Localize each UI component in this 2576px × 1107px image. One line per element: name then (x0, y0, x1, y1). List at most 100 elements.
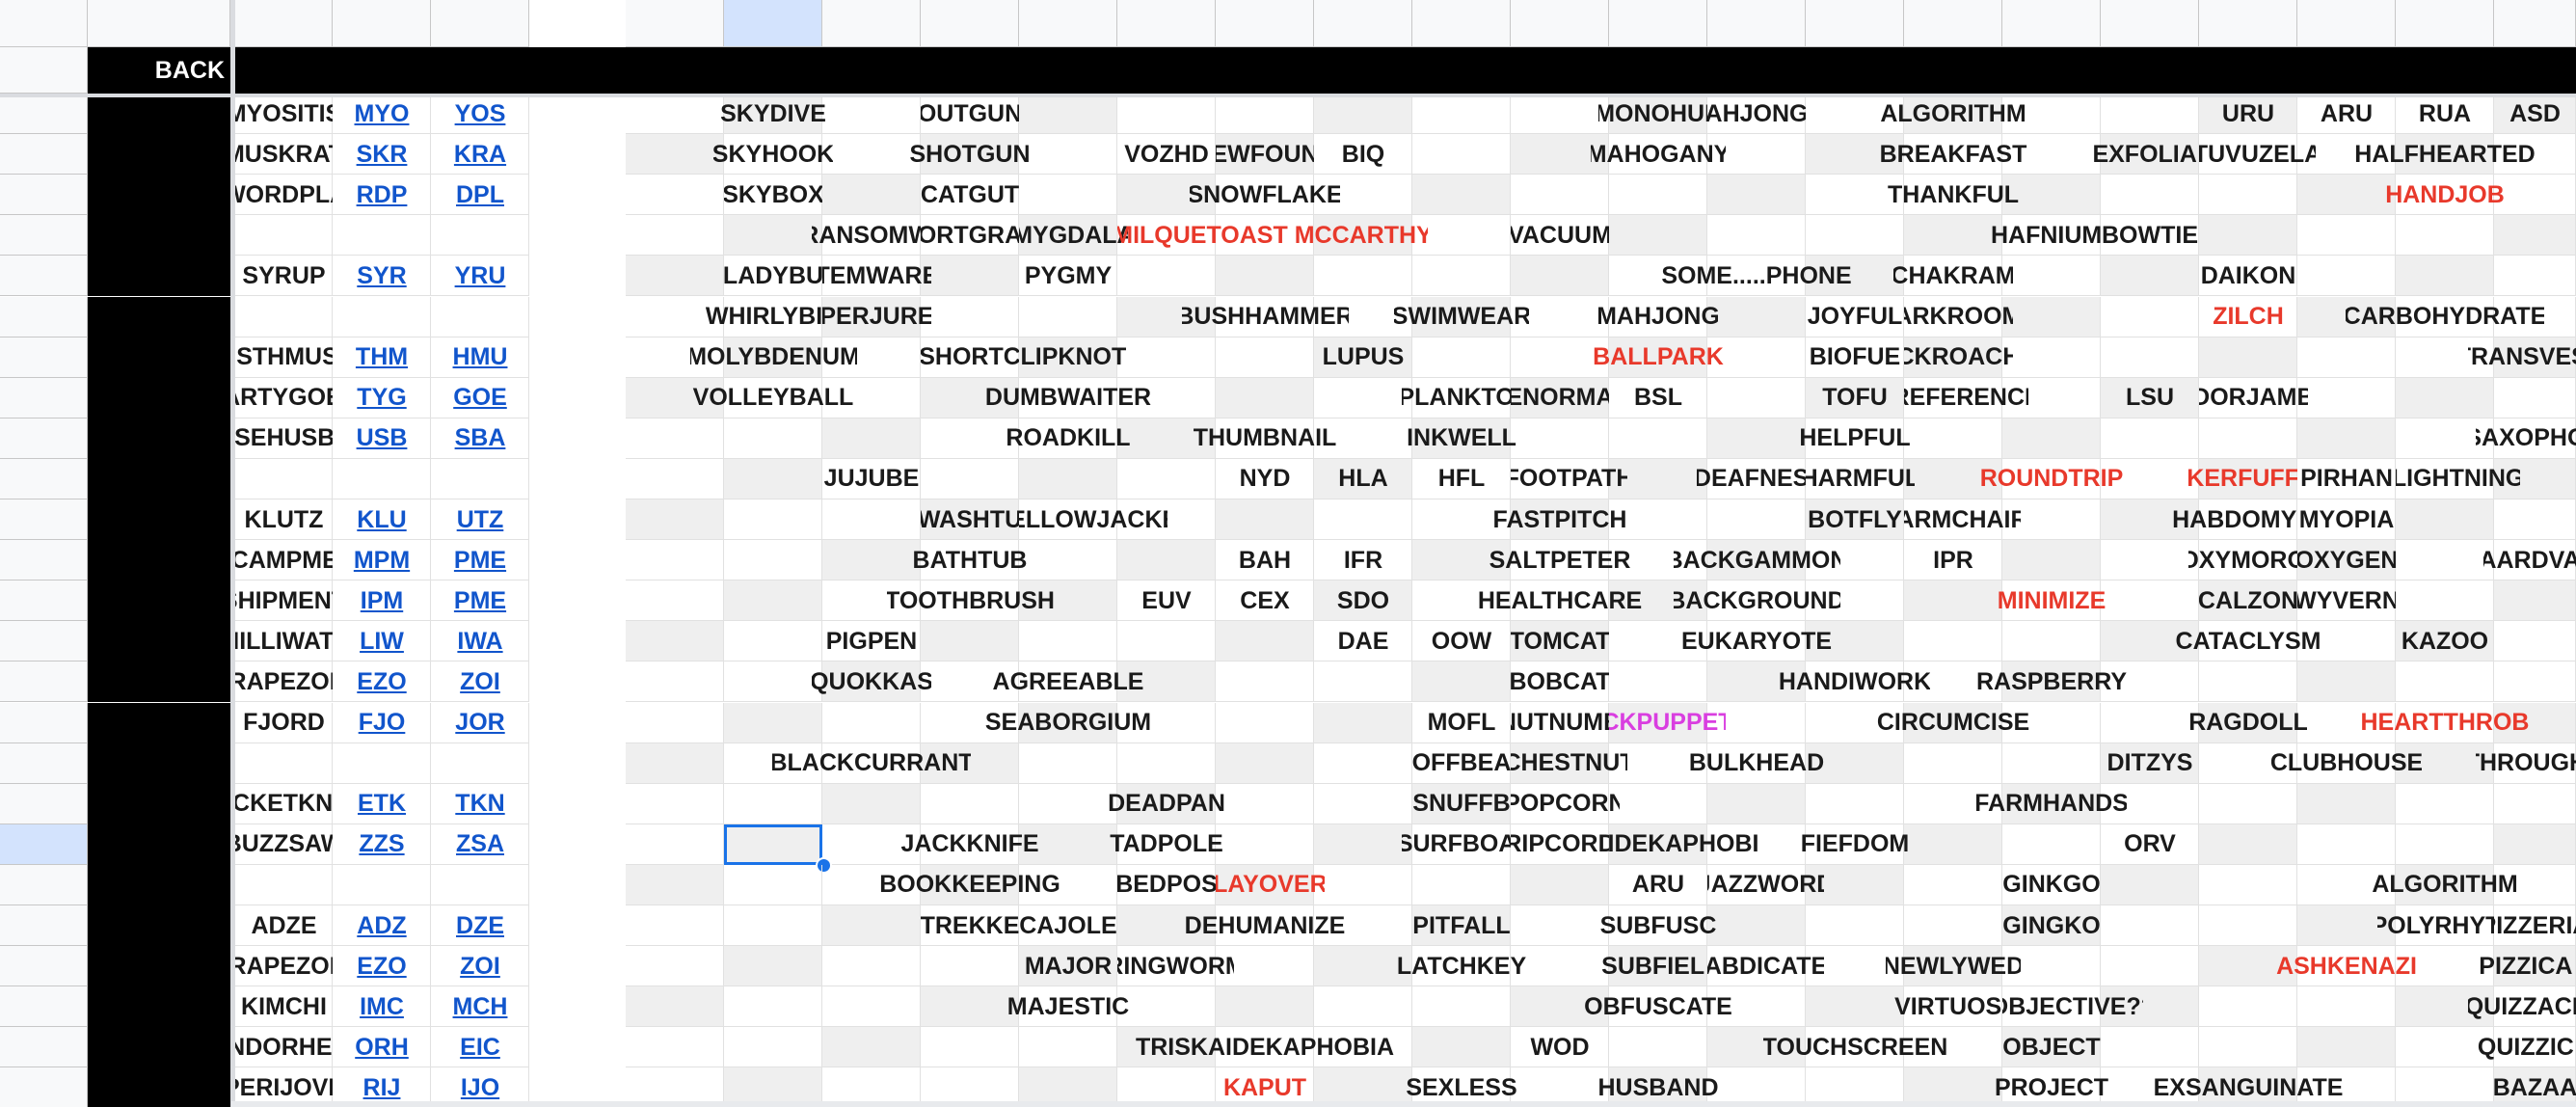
cell-c33[interactable] (333, 215, 431, 256)
cell-z97[interactable] (2396, 540, 2494, 581)
cell-q153[interactable] (1511, 824, 1609, 865)
cell-d73[interactable] (431, 418, 529, 459)
cell-text-d57[interactable]: HMU (452, 343, 508, 371)
cell-c193[interactable] (333, 1027, 431, 1068)
cell-w17[interactable] (2101, 134, 2199, 176)
cell-aa57[interactable] (2494, 337, 2576, 378)
cell-h153[interactable] (626, 824, 724, 865)
cell-i169[interactable] (724, 905, 822, 947)
cell-b25[interactable] (235, 175, 333, 216)
cell-j97[interactable] (822, 540, 921, 581)
cell-a9[interactable] (88, 94, 230, 135)
row-header-145[interactable] (0, 783, 88, 824)
cell-b41[interactable] (235, 256, 333, 297)
cell-l17[interactable] (1019, 134, 1117, 176)
cell-r25[interactable] (1609, 175, 1707, 216)
cell-l97[interactable] (1019, 540, 1117, 581)
cell-p129[interactable] (1412, 702, 1511, 743)
cell-c137[interactable] (333, 742, 431, 784)
cell-t41[interactable] (1806, 256, 1904, 297)
cell-v153[interactable] (2002, 824, 2101, 865)
cell-s113[interactable] (1707, 621, 1806, 662)
cell-b105[interactable] (235, 580, 333, 622)
cell-k145[interactable] (921, 783, 1019, 824)
cell-c89[interactable] (333, 500, 431, 541)
cell-l25[interactable] (1019, 175, 1117, 216)
cell-o57[interactable] (1314, 337, 1412, 378)
cell-text-c25[interactable]: RDP (356, 180, 408, 208)
cell-t169[interactable] (1806, 905, 1904, 947)
cell-y73[interactable] (2297, 418, 2396, 459)
cell-aa65[interactable] (2494, 377, 2576, 418)
cell-j65[interactable] (822, 377, 921, 418)
cell-text-d41[interactable]: YRU (454, 261, 506, 289)
cell-k57[interactable] (921, 337, 1019, 378)
cell-p169[interactable] (1412, 905, 1511, 947)
row-header-97[interactable] (0, 540, 88, 581)
cell-i65[interactable] (724, 377, 822, 418)
cell-x41[interactable] (2199, 256, 2297, 297)
cell-c97[interactable] (333, 540, 431, 581)
cell-v137[interactable] (2002, 742, 2101, 784)
cell-l41[interactable] (1019, 256, 1117, 297)
cell-b57[interactable] (235, 337, 333, 378)
cell-r65[interactable] (1609, 377, 1707, 418)
cell-d169[interactable] (431, 905, 529, 947)
cell-r105[interactable] (1609, 580, 1707, 622)
cell-v17[interactable] (2002, 134, 2101, 176)
column-header-u[interactable] (1904, 0, 2002, 47)
cell-q185[interactable] (1511, 986, 1609, 1028)
cell-i129[interactable] (724, 702, 822, 743)
cell-u41[interactable] (1904, 256, 2002, 297)
cell-z25[interactable] (2396, 175, 2494, 216)
cell-k89[interactable] (921, 500, 1019, 541)
cell-a97[interactable] (88, 540, 230, 581)
row-header-161[interactable] (0, 864, 88, 905)
cell-s49[interactable] (1707, 296, 1806, 338)
cell-a121[interactable] (88, 662, 230, 703)
cell-k25[interactable] (921, 175, 1019, 216)
cell-u17[interactable] (1904, 134, 2002, 176)
frozen-column-divider[interactable] (230, 0, 235, 1107)
cell-n73[interactable] (1216, 418, 1314, 459)
cell-t145[interactable] (1806, 783, 1904, 824)
cell-d81[interactable] (431, 458, 529, 500)
cell-r49[interactable] (1609, 296, 1707, 338)
cell-w193[interactable] (2101, 1027, 2199, 1068)
column-header-b[interactable] (235, 0, 333, 47)
cell-i41[interactable] (724, 256, 822, 297)
cell-v81[interactable] (2002, 458, 2101, 500)
cell-aa177[interactable] (2494, 946, 2576, 987)
column-header-m[interactable] (1117, 0, 1216, 47)
cell-b73[interactable] (235, 418, 333, 459)
cell-text-d113[interactable]: IWA (457, 627, 503, 655)
cell-j9[interactable] (822, 94, 921, 135)
cell-i97[interactable] (724, 540, 822, 581)
cell-n65[interactable] (1216, 377, 1314, 418)
cell-k113[interactable] (921, 621, 1019, 662)
cell-w129[interactable] (2101, 702, 2199, 743)
cell-h105[interactable] (626, 580, 724, 622)
cell-u33[interactable] (1904, 215, 2002, 256)
fill-handle[interactable] (816, 856, 832, 874)
cell-q33[interactable] (1511, 215, 1609, 256)
cell-d201[interactable] (431, 1067, 529, 1107)
cell-text-c201[interactable]: RIJ (362, 1073, 401, 1101)
cell-x169[interactable] (2199, 905, 2297, 947)
column-header-h[interactable] (626, 0, 724, 47)
cell-r193[interactable] (1609, 1027, 1707, 1068)
cell-c113[interactable] (333, 621, 431, 662)
cell-d129[interactable] (431, 702, 529, 743)
cell-y41[interactable] (2297, 256, 2396, 297)
cell-m25[interactable] (1117, 175, 1216, 216)
cell-y25[interactable] (2297, 175, 2396, 216)
cell-o73[interactable] (1314, 418, 1412, 459)
cell-q9[interactable] (1511, 94, 1609, 135)
cell-p177[interactable] (1412, 946, 1511, 987)
cell-b33[interactable] (235, 215, 333, 256)
cell-j177[interactable] (822, 946, 921, 987)
cell-n193[interactable] (1216, 1027, 1314, 1068)
cell-o9[interactable] (1314, 94, 1412, 135)
row-header-25[interactable] (0, 175, 88, 216)
cell-t57[interactable] (1806, 337, 1904, 378)
